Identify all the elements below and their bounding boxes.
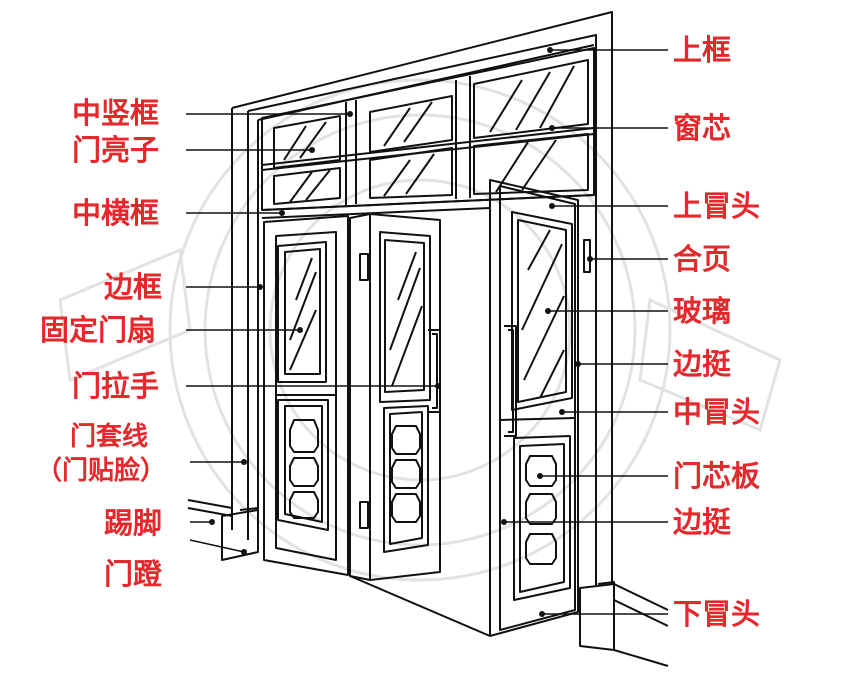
label-bianting-lower: 边挺 — [673, 505, 732, 539]
label-mentielian: （门贴脸） — [36, 456, 167, 486]
label-tijiao: 踢脚 — [104, 506, 163, 540]
label-biankuang: 边框 — [104, 270, 163, 304]
label-menliangzi: 门亮子 — [72, 133, 160, 167]
fixed-door-leaf — [263, 215, 349, 576]
label-zhongmaotou: 中冒头 — [673, 395, 761, 429]
label-boli: 玻璃 — [673, 294, 732, 328]
label-zhonghengkuang: 中横框 — [72, 196, 160, 230]
leader-dots — [209, 47, 593, 617]
label-shangmaotou: 上冒头 — [673, 189, 761, 223]
label-bianting-upper: 边挺 — [673, 347, 732, 381]
leader-lines — [186, 49, 668, 615]
label-mentaoxian: 门套线 — [70, 422, 149, 452]
skirting-and-threshold — [187, 499, 669, 667]
label-gudingmenshan: 固定门扇 — [40, 313, 157, 347]
label-chuangxin: 窗芯 — [673, 111, 732, 145]
door-casing — [231, 11, 613, 585]
label-menlashou: 门拉手 — [72, 369, 160, 403]
label-shangkuang: 上框 — [673, 33, 732, 67]
label-mendeng: 门蹬 — [104, 557, 163, 591]
label-xiamaotou: 下冒头 — [673, 597, 761, 631]
label-zhongshukuang: 中竖框 — [72, 96, 160, 130]
opened-door-leaf — [489, 179, 591, 637]
transom — [261, 47, 595, 219]
label-heye: 合页 — [673, 242, 732, 276]
folding-door-panel — [349, 213, 441, 581]
label-menxinban: 门芯板 — [673, 459, 761, 493]
